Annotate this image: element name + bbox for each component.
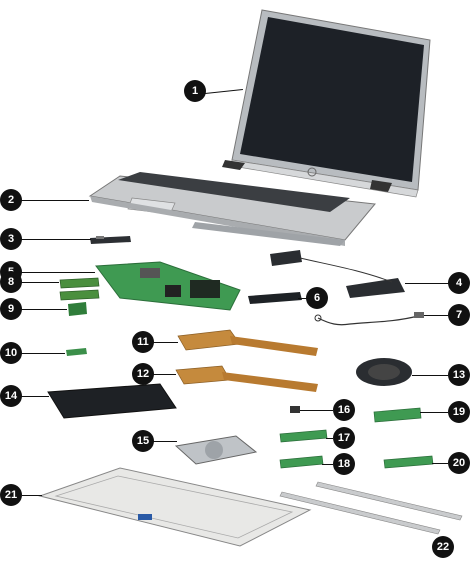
power-button-board (90, 236, 131, 244)
board-20 (383, 455, 434, 469)
leader-line (405, 283, 449, 284)
display-assembly (222, 9, 431, 198)
callout-12: 12 (132, 363, 154, 385)
heat-sink-lower (175, 365, 318, 392)
wlan-module (68, 302, 87, 316)
memory-modules (59, 277, 100, 301)
hard-drive (174, 435, 258, 465)
small-component (290, 406, 300, 413)
bottom-cover (38, 467, 312, 547)
callout-16: 16 (333, 399, 355, 421)
leader-line (300, 410, 333, 411)
callout-9: 9 (0, 298, 22, 320)
callout-7: 7 (448, 304, 470, 326)
leader-line (19, 353, 65, 354)
board-17 (279, 429, 328, 443)
system-board (95, 261, 241, 311)
leader-line (19, 272, 95, 273)
top-cover-keyboard (88, 172, 376, 246)
leader-line (19, 309, 67, 310)
leader-line (19, 239, 91, 240)
battery (47, 383, 177, 419)
callout-11: 11 (132, 331, 154, 353)
callout-8: 8 (0, 271, 22, 293)
callout-21: 21 (0, 484, 22, 506)
callout-13: 13 (448, 364, 470, 386)
callout-4: 4 (448, 272, 470, 294)
callout-22: 22 (432, 536, 454, 558)
heat-sink-upper (177, 329, 318, 356)
callout-6: 6 (306, 287, 328, 309)
callout-18: 18 (333, 453, 355, 475)
leader-line (420, 412, 448, 413)
callout-10: 10 (0, 342, 22, 364)
callout-2: 2 (0, 189, 22, 211)
board-18 (279, 455, 324, 469)
leader-line (19, 282, 59, 283)
callout-19: 19 (448, 401, 470, 423)
leader-line (326, 438, 333, 439)
leader-line (153, 441, 177, 442)
leader-line (424, 315, 448, 316)
rubber-feet (279, 481, 463, 535)
leader-line (432, 463, 448, 464)
callout-17: 17 (333, 427, 355, 449)
callout-14: 14 (0, 385, 22, 407)
leader-line (412, 375, 448, 376)
callout-15: 15 (132, 430, 154, 452)
fan (356, 358, 412, 386)
leader-line (22, 495, 42, 496)
board-19 (373, 407, 422, 423)
solid-state-drive (248, 292, 302, 304)
callout-20: 20 (448, 452, 470, 474)
speakers (270, 250, 405, 298)
leader-line (298, 298, 312, 299)
callout-3: 3 (0, 228, 22, 250)
cable (314, 312, 424, 326)
leader-line (19, 200, 89, 201)
leader-line (322, 464, 333, 465)
leader-line (19, 396, 49, 397)
leader-line (153, 374, 176, 375)
small-board (66, 348, 87, 356)
leader-line (153, 342, 178, 343)
callout-1: 1 (184, 80, 206, 102)
